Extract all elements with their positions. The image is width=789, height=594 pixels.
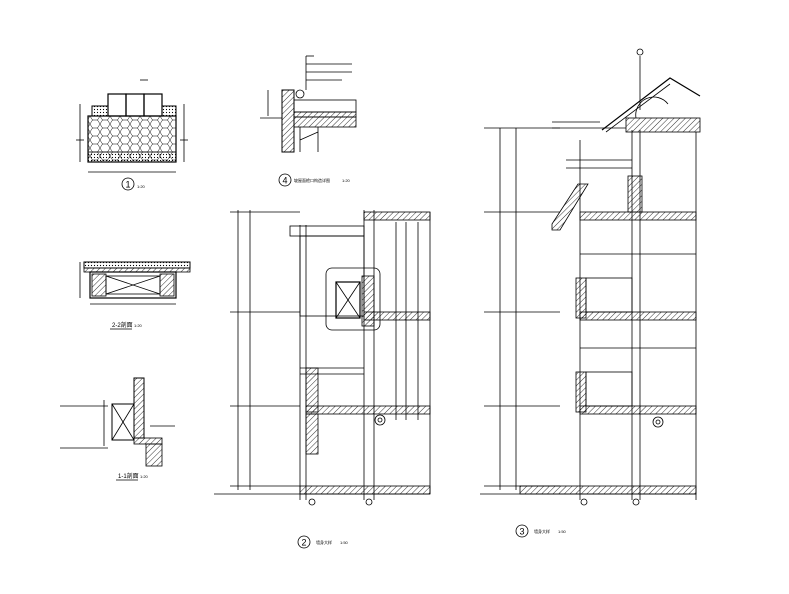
detail-2-2-scale: 1:20	[134, 323, 143, 328]
section-2-marker: 2 墙身大样 1:50	[297, 535, 349, 549]
detail-4-scale: 1:20	[342, 178, 351, 183]
detail-1-scale: 1:20	[137, 184, 146, 189]
detail-4-marker: 4 坡屋面檐口构造详图 1:20	[278, 173, 351, 187]
section-2-number: 2	[301, 538, 306, 548]
section-2	[214, 210, 431, 506]
detail-1-marker: 1 1:20	[121, 177, 146, 191]
detail-2-2	[79, 261, 191, 305]
section-3-scale: 1:50	[558, 529, 567, 534]
section-3	[480, 48, 701, 506]
section-3-marker: 3 墙身大样 1:50	[515, 524, 567, 538]
detail-2-2-caption-group: 2-2剖面 1:20	[110, 321, 143, 330]
section-2-scale: 1:50	[340, 540, 349, 545]
detail-1	[76, 79, 188, 173]
detail-1-1-caption: 1-1剖面	[118, 472, 139, 480]
detail-4-caption: 坡屋面檐口构造详图	[294, 177, 330, 183]
detail-1-1-scale: 1:20	[140, 474, 149, 479]
section-3-caption: 墙身大样	[534, 528, 550, 534]
section-2-caption: 墙身大样	[316, 539, 332, 545]
detail-1-1-caption-group: 1-1剖面 1:20	[116, 472, 149, 481]
detail-2-2-caption: 2-2剖面	[112, 321, 133, 329]
detail-1-number: 1	[125, 180, 130, 190]
detail-4	[260, 55, 357, 153]
section-3-number: 3	[519, 527, 524, 537]
detail-4-number: 4	[282, 176, 287, 186]
detail-1-1	[60, 377, 175, 467]
